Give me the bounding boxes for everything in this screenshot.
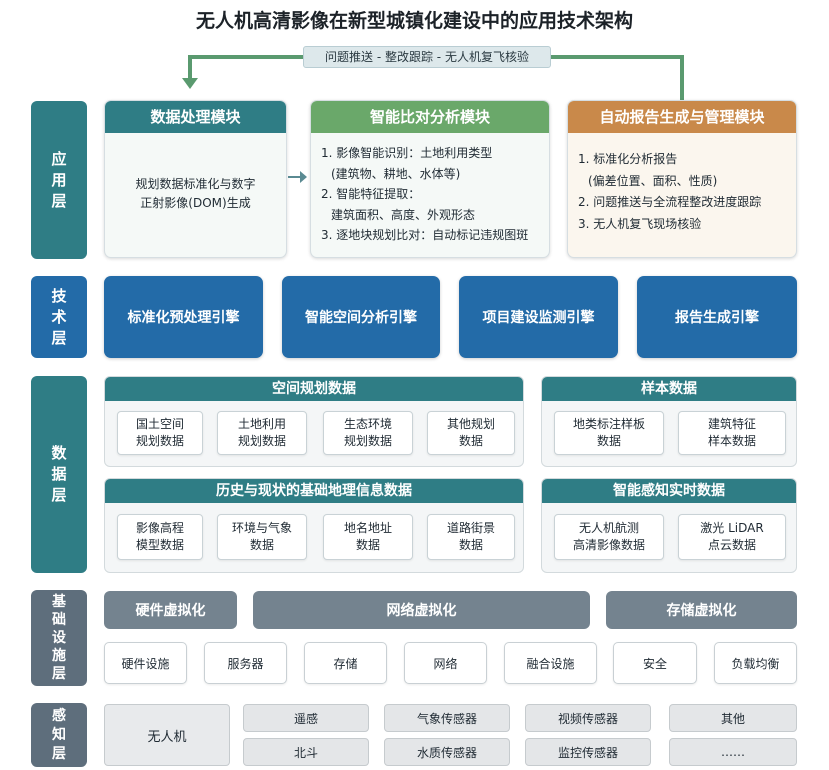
module-report-management: 自动报告生成与管理模块 1. 标准化分析报告 (偏差位置、面积、性质) 2. 问… [567,100,797,258]
sensor-item: 视频传感器 [525,704,651,732]
engine-spatial-analysis: 智能空间分析引擎 [282,276,440,358]
feedback-loop-label: 问题推送 - 整改跟踪 - 无人机复飞核验 [303,46,551,68]
data-item: 地名地址数据 [323,514,413,560]
module-line: 规划数据标准化与数字 [135,177,256,191]
data-item: 地类标注样板数据 [554,411,664,455]
module-line: 2. 智能特征提取： [321,187,421,201]
sensor-drone: 无人机 [104,704,230,766]
infra-item-fusion: 融合设施 [504,642,597,684]
module-line: 1. 标准化分析报告 [578,152,678,166]
module-title: 智能比对分析模块 [311,101,549,133]
sensor-item: 水质传感器 [384,738,510,766]
layer-label-infrastructure: 基础设施层 [31,590,87,686]
sensor-item: 监控传感器 [525,738,651,766]
data-item: 无人机航测高清影像数据 [554,514,664,560]
module-line: 2. 问题推送与全流程整改进度跟踪 [578,195,762,209]
data-item: 建筑特征样本数据 [678,411,786,455]
module-line: 3. 逐地块规划比对：自动标记违规图斑 [321,228,529,242]
module-title: 自动报告生成与管理模块 [568,101,796,133]
sensor-item: 其他 [669,704,797,732]
sensor-item: 气象传感器 [384,704,510,732]
layer-label-data: 数据层 [31,376,87,573]
module-line: 1. 影像智能识别：土地利用类型 [321,146,493,160]
data-item: 影像高程模型数据 [117,514,203,560]
feedback-loop-line-right [680,55,684,101]
module-line: 正射影像(DOM)生成 [140,196,251,210]
data-item: 环境与气象数据 [217,514,307,560]
engine-construction-monitoring: 项目建设监测引擎 [459,276,618,358]
sensor-item: 遥感 [243,704,369,732]
engine-report-generation: 报告生成引擎 [637,276,797,358]
sensor-item: 北斗 [243,738,369,766]
group-title: 智能感知实时数据 [542,479,796,503]
feedback-arrow-icon [182,78,198,89]
infra-item-storage: 存储 [304,642,387,684]
infra-item-network: 网络 [404,642,487,684]
data-item: 土地利用规划数据 [217,411,307,455]
infra-item-hardware: 硬件设施 [104,642,187,684]
feedback-loop-line-left [188,55,192,81]
data-group-sample: 样本数据 地类标注样板数据 建筑特征样本数据 [541,376,797,467]
layer-label-perception: 感知层 [31,703,87,767]
page-title: 无人机高清影像在新型城镇化建设中的应用技术架构 [195,10,633,32]
data-item: 道路街景数据 [427,514,515,560]
group-title: 样本数据 [542,377,796,401]
hardware-virtualization: 硬件虚拟化 [104,591,237,629]
infra-item-load-balance: 负载均衡 [714,642,797,684]
infra-item-server: 服务器 [204,642,287,684]
module-line: 建筑面积、高度、外观形态 [331,207,476,222]
data-group-basic-geo: 历史与现状的基础地理信息数据 影像高程模型数据 环境与气象数据 地名地址数据 道… [104,478,524,573]
layer-label-technology: 技术层 [31,276,87,358]
group-title: 空间规划数据 [105,377,523,401]
module-intelligent-comparison: 智能比对分析模块 1. 影像智能识别：土地利用类型 (建筑物、耕地、水体等) 2… [310,100,550,258]
data-group-spatial-planning: 空间规划数据 国土空间规划数据 土地利用规划数据 生态环境规划数据 其他规划数据 [104,376,524,467]
infra-item-security: 安全 [613,642,697,684]
data-item: 其他规划数据 [427,411,515,455]
module-line: 3. 无人机复飞现场核验 [578,216,702,231]
module-line: (偏差位置、面积、性质) [588,173,718,188]
group-title: 历史与现状的基础地理信息数据 [105,479,523,503]
data-item: 国土空间规划数据 [117,411,203,455]
module-data-processing: 数据处理模块 规划数据标准化与数字 正射影像(DOM)生成 [104,100,287,258]
module-title: 数据处理模块 [105,101,286,133]
engine-standardization: 标准化预处理引擎 [104,276,263,358]
module-line: (建筑物、耕地、水体等) [331,166,461,181]
data-item: 生态环境规划数据 [323,411,413,455]
layer-label-application: 应用层 [31,101,87,259]
network-virtualization: 网络虚拟化 [253,591,590,629]
sensor-item: …… [669,738,797,766]
arrow-right-icon [288,171,307,183]
storage-virtualization: 存储虚拟化 [606,591,797,629]
